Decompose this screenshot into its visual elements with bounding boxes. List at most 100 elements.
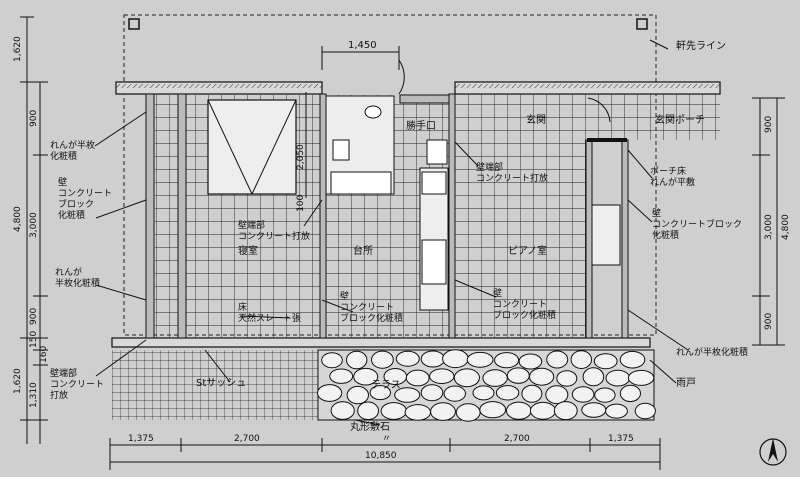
dim-left-chain [20, 16, 48, 444]
steps [426, 139, 448, 165]
note-center-wall-line-1: 壁 [340, 290, 349, 302]
dim-bottom-2700-right: 2,700 [504, 434, 530, 444]
note-center-hekitan-line-2: コンクリート打放 [476, 172, 548, 184]
dim-bottom-1375-left: 1,375 [128, 434, 154, 444]
sink-unit [421, 239, 447, 285]
paving-stone [495, 385, 520, 401]
paving-stone [593, 353, 618, 370]
paving-stone [570, 350, 592, 370]
paving-stone [394, 387, 421, 403]
north-arrow [759, 438, 787, 466]
note-porch-floor-line-1: ポーチ床 [650, 165, 686, 177]
paving-stone [529, 367, 555, 386]
dim-right-4800: 4,800 [781, 214, 791, 240]
paving-stone [404, 404, 431, 421]
note-piano-wall-line-1: 壁 [493, 287, 502, 299]
paving-stone [521, 384, 543, 403]
paving-stone [506, 367, 530, 384]
leader-lines [94, 39, 689, 426]
note-piano-wall-line-3: ブロック化粧積 [493, 309, 556, 321]
paving-stone [466, 351, 494, 368]
paving-stone [442, 349, 469, 369]
dim-left-1310: 1,310 [29, 382, 39, 408]
note-right-renga: れんが半枚化粧積 [676, 346, 748, 358]
dim-left-1620-bottom: 1,620 [13, 368, 23, 394]
note-floor-line-1: 床 [238, 301, 247, 313]
paving-stone [518, 353, 543, 370]
note-porch-floor-line-2: れんが平敷 [650, 176, 695, 188]
floor-genkan [455, 92, 587, 145]
dim-bottom-total: 10,850 [365, 451, 397, 461]
note-center-wall-line-3: ブロック化粧積 [340, 312, 403, 324]
dim-left-4800: 4,800 [13, 206, 23, 232]
paving-stone [317, 384, 343, 402]
note-left-renga2-line-2: 半枚化粧積 [55, 277, 100, 289]
paving-stone [506, 401, 532, 420]
annotations: れんが半枚化粧積壁コンクリートブロック化粧積れんが半枚化粧積壁端部コンクリート打… [50, 139, 748, 401]
paving-stone [420, 384, 444, 402]
stone-paving [317, 349, 656, 422]
note-center-hekitan-line-1: 壁端部 [476, 161, 503, 173]
dim-right-chain [752, 97, 785, 346]
paving-stone [571, 386, 595, 403]
paving-stone [494, 352, 520, 369]
door-genkan [587, 97, 611, 123]
dim-left-1620-top: 1,620 [13, 36, 23, 62]
note-left-hekitan-line-3: 打放 [50, 389, 68, 401]
label-amado: 雨戸 [676, 377, 696, 389]
paving-stone [453, 368, 480, 388]
note-left-wall-line-4: 化粧積 [58, 209, 85, 221]
paving-stone [430, 402, 456, 421]
note-floor-line-2: 天然スレート張 [238, 312, 301, 324]
note-center-wall-line-2: コンクリート [340, 302, 394, 313]
paving-stone [472, 385, 495, 401]
paving-stone [420, 350, 446, 368]
label-st-sash: Stサッシュ [196, 377, 246, 389]
dim-bottom-ditto: 〃 [382, 434, 391, 444]
dim-left-900-bottom: 900 [29, 308, 39, 325]
dim-left-900-top: 900 [29, 110, 39, 127]
paving-stone [605, 369, 631, 387]
dim-bottom-2700-left: 2,700 [234, 434, 260, 444]
paving-stone [353, 367, 379, 386]
floor-piano [455, 145, 590, 338]
paving-stone [330, 401, 355, 420]
bathtub [330, 171, 392, 195]
washbasin [332, 139, 350, 161]
note-right-wall-line-1: 壁 [652, 207, 661, 219]
note-left-wall-line-2: コンクリート [58, 188, 112, 199]
label-katteguchi: 勝手口 [406, 119, 436, 132]
label-bedroom: 寝室 [238, 244, 258, 257]
paving-stone [346, 385, 369, 405]
corner-post-ne [636, 18, 648, 30]
paving-stone [553, 401, 578, 421]
label-kitchen: 台所 [353, 244, 373, 257]
paving-stone [605, 403, 628, 419]
note-left-hekitan-line-1: 壁端部 [50, 367, 77, 379]
label-marugata: 丸形敷石 [350, 420, 390, 433]
note-left-renga-line-1: れんが半枚 [50, 139, 95, 151]
paving-stone [380, 402, 407, 420]
label-nokisaki: 軒先ライン [676, 40, 726, 52]
dim-top-1450: 1,450 [348, 40, 377, 51]
paving-stone [395, 350, 420, 367]
paving-stone [479, 401, 507, 419]
dim-left-3000: 3,000 [29, 212, 39, 238]
dim-bottom-chain [109, 438, 661, 470]
paving-stone [634, 402, 656, 420]
note-bedroom-hekitan-line-2: コンクリート打放 [238, 230, 310, 242]
dim-100: 100 [296, 195, 306, 212]
paving-stone [545, 385, 569, 405]
label-terrace: テラス [371, 379, 401, 391]
dim-2050: 2,050 [296, 144, 306, 170]
label-piano-room: ピアノ室 [508, 244, 547, 257]
dim-left-150: 150 [29, 331, 39, 348]
note-left-wall-line-1: 壁 [58, 176, 67, 188]
bed [207, 99, 297, 195]
paving-stone [627, 369, 655, 386]
paving-stone [369, 385, 391, 401]
note-piano-wall-line-2: コンクリート [493, 299, 547, 310]
corner-post-nw [128, 18, 140, 30]
paving-stone [329, 368, 354, 384]
